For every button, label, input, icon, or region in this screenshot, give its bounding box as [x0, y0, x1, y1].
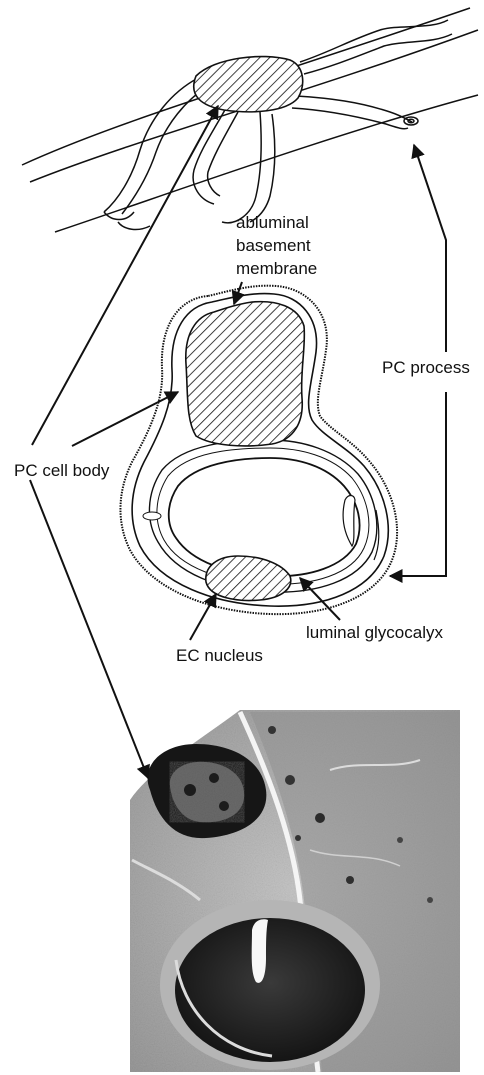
- label-abluminal-2: basement: [236, 236, 311, 255]
- capillary-segment-drawing: [22, 8, 478, 232]
- label-abluminal-1: abluminal: [236, 213, 309, 232]
- pericyte-cell-body-section: [186, 302, 305, 446]
- arrow-pc-process-top: [414, 145, 446, 352]
- capillary-lumen: [169, 458, 360, 576]
- pericyte-cell-body-top: [194, 57, 303, 112]
- label-abluminal-3: membrane: [236, 259, 317, 278]
- arrow-pc-process-section: [390, 392, 446, 576]
- label-pc-process: PC process: [382, 358, 470, 377]
- label-luminal-glycocalyx: luminal glycocalyx: [306, 623, 443, 642]
- label-ec-nucleus: EC nucleus: [176, 646, 263, 665]
- label-pc-cell-body: PC cell body: [14, 461, 110, 480]
- electron-micrograph: [130, 710, 460, 1072]
